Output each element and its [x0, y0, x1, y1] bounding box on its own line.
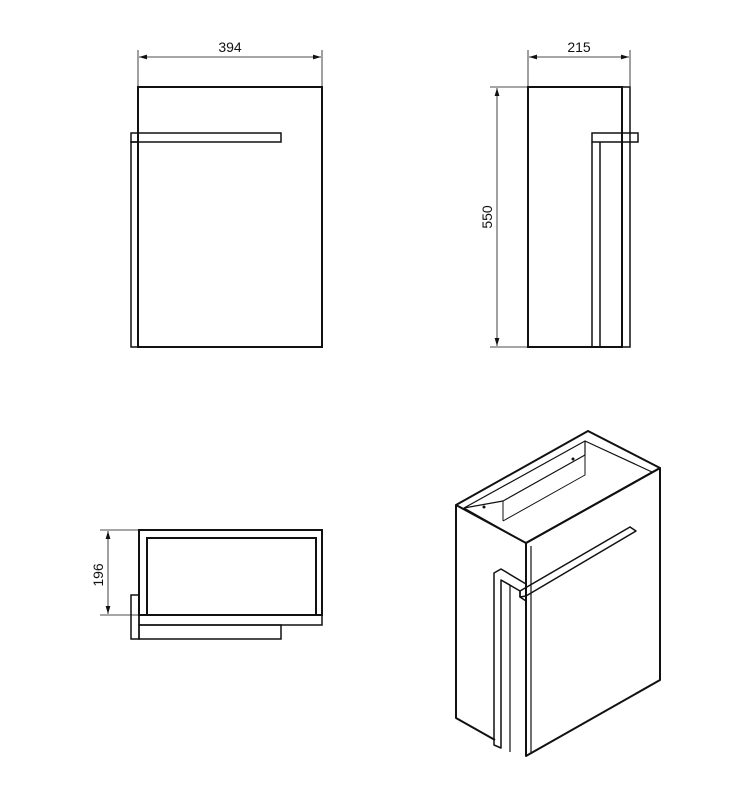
towel-bar: [130, 132, 282, 143]
iso-towel-bar: [519, 526, 637, 602]
width-dimension-label: 394: [218, 39, 242, 55]
door-top: [138, 614, 323, 626]
height-dimension-label: 550: [479, 205, 495, 229]
top-view: 196: [90, 529, 323, 640]
cabinet-side: [527, 86, 623, 348]
top-depth-dimension-label: 196: [90, 563, 106, 587]
door-front: [525, 467, 661, 757]
cabinet-top-outer: [138, 529, 323, 616]
side-strip: [130, 141, 139, 348]
towel-bar-top: [138, 624, 282, 640]
cabinet-front: [137, 86, 323, 348]
towel-bar-side: [591, 132, 639, 143]
door-edge: [621, 86, 631, 348]
side-view: 215 550: [479, 39, 639, 348]
isometric-view: [455, 430, 661, 757]
depth-dimension-label: 215: [567, 39, 591, 55]
cabinet-top-inner: [146, 537, 317, 616]
front-view: 394: [130, 39, 323, 348]
side-strip-top: [130, 594, 140, 640]
